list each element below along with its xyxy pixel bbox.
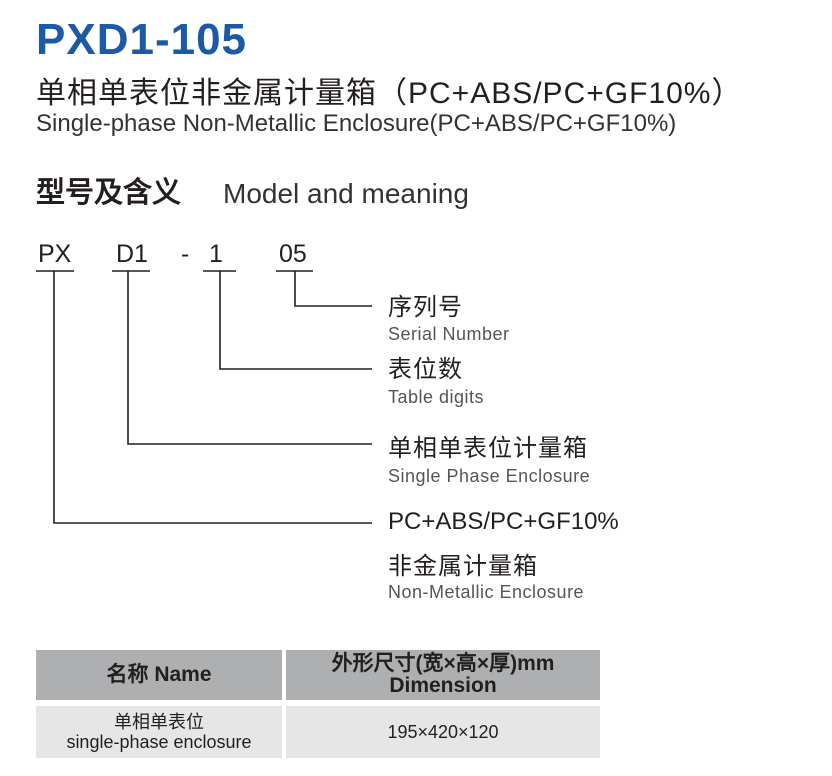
model-number: PXD1-105: [36, 15, 248, 64]
meaning-material: PC+ABS/PC+GF10%: [388, 508, 619, 535]
code-part-1: 1: [209, 240, 223, 268]
header-name-label: 名称 Name: [106, 663, 212, 686]
meaning-non-metallic-en: Non-Metallic Enclosure: [388, 582, 585, 602]
spec-table: 名称 Name 外形尺寸(宽×高×厚)mm Dimension 单相单表位 si…: [32, 644, 604, 764]
header-name: 名称 Name: [36, 650, 282, 700]
cell-dimension: 195×420×120: [286, 706, 600, 758]
section-title-cn: 型号及含义: [36, 177, 182, 209]
product-title-cn: 单相单表位非金属计量箱（PC+ABS/PC+GF10%）: [36, 77, 743, 110]
connector-table-digits: [219, 271, 372, 370]
cell-name-cn: 单相单表位: [114, 712, 204, 732]
header-dimension-cn: 外形尺寸(宽×高×厚)mm: [331, 652, 555, 675]
cell-name-en: single-phase enclosure: [66, 732, 252, 752]
meaning-table-digits-en: Table digits: [388, 387, 485, 407]
code-part-px: PX: [38, 240, 72, 268]
meaning-single-phase-en: Single Phase Enclosure: [388, 466, 591, 486]
table-header-row: 名称 Name 外形尺寸(宽×高×厚)mm Dimension: [36, 650, 600, 700]
meaning-table-digits-cn: 表位数: [388, 356, 463, 383]
meaning-serial-cn: 序列号: [388, 294, 463, 321]
connector-material: [53, 271, 372, 524]
connector-single-phase: [127, 271, 372, 445]
meaning-single-phase-cn: 单相单表位计量箱: [388, 435, 588, 462]
section-title-en: Model and meaning: [223, 178, 469, 209]
code-part-dash: -: [181, 240, 190, 268]
header-dimension-en: Dimension: [389, 674, 497, 697]
table-row: 单相单表位 single-phase enclosure 195×420×120: [36, 706, 600, 758]
code-part-05: 05: [279, 240, 307, 268]
product-title-en: Single-phase Non-Metallic Enclosure(PC+A…: [36, 110, 677, 137]
connector-serial: [294, 271, 372, 307]
cell-name: 单相单表位 single-phase enclosure: [36, 706, 282, 758]
header-dimension: 外形尺寸(宽×高×厚)mm Dimension: [286, 650, 600, 700]
meaning-serial-en: Serial Number: [388, 324, 510, 344]
code-part-d1: D1: [116, 240, 148, 268]
cell-dimension-value: 195×420×120: [387, 722, 499, 742]
meaning-non-metallic-cn: 非金属计量箱: [388, 553, 538, 580]
